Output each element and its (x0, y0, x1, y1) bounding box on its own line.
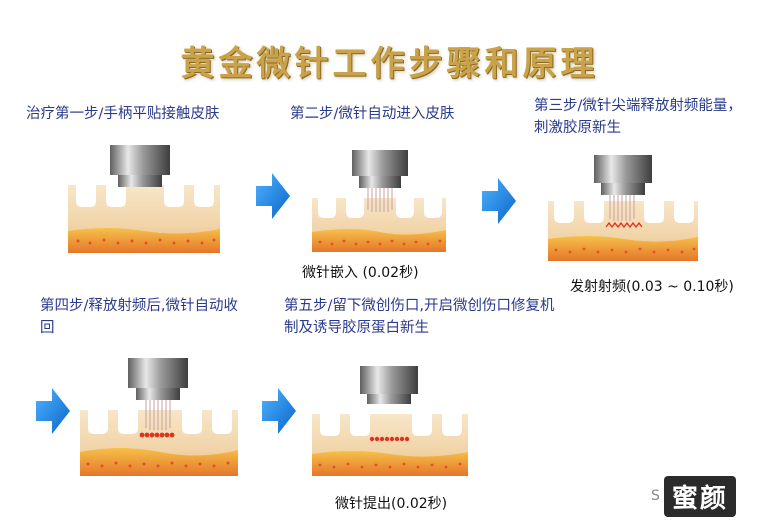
step-5-text: 第五步/留下微创伤口,开启微创伤口修复机制及诱导胶原蛋白新生 (284, 298, 555, 336)
step-2-text: 第二步/微针自动进入皮肤 (290, 106, 455, 122)
arrow-step-3-to-4 (36, 388, 70, 434)
step-4-illustration (80, 358, 238, 476)
step-5-illustration (312, 366, 468, 476)
step-1-illustration (68, 145, 220, 253)
arrow-step-4-to-5 (262, 388, 296, 434)
step-2-illustration (312, 150, 446, 252)
step-3-caption: 发射射频(0.03 ~ 0.10秒) (570, 279, 734, 295)
step-4-text: 第四步/释放射频后,微针自动收回 (40, 298, 238, 336)
brand-logo: S 蜜颜 (651, 473, 773, 519)
logo-prefix: S (651, 488, 660, 504)
step-5-caption: 微针提出(0.02秒) (335, 496, 448, 512)
step-3-illustration (548, 155, 698, 261)
arrow-step-1-to-2 (256, 173, 290, 219)
step-2-caption: 微针嵌入 (0.02秒) (302, 265, 419, 281)
step-1-text: 治疗第一步/手柄平贴接触皮肤 (26, 106, 220, 122)
arrow-step-2-to-3 (482, 178, 516, 224)
step-3-text: 第三步/微针尖端释放射频能量，刺激胶原新生 (534, 98, 742, 136)
logo-brand: 蜜颜 (663, 475, 736, 517)
page-title: 黄金微针工作步骤和原理 (180, 44, 599, 84)
